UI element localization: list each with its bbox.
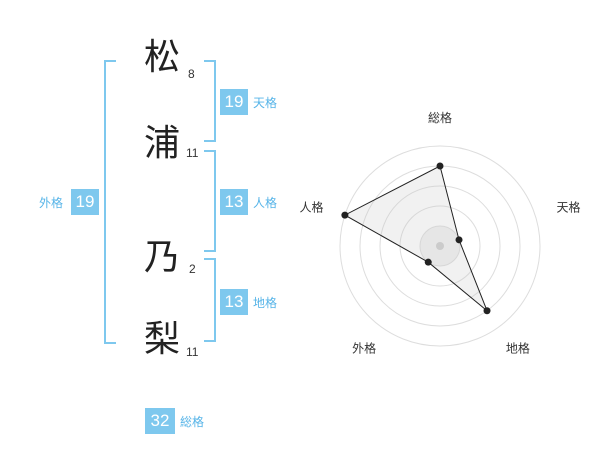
gaikaku-bracket [104,60,116,344]
tenkaku-bracket [204,60,216,142]
jinkaku-label: 人格 [253,196,278,210]
radar-ring-3 [379,185,501,307]
name-char-3: 乃 [143,237,180,278]
radar-polygon [343,165,488,312]
radar-axis-label-5: 人格 [300,199,323,214]
tenkaku-value: 19 [220,89,248,115]
radar-axis-label-2: 天格 [557,199,581,214]
chikaku-bracket [204,258,216,342]
name-char-4: 梨 [143,319,180,360]
name-char-1: 松 [143,37,180,78]
stroke-count-3: 2 [189,262,196,276]
radar-point-5 [341,211,349,219]
radar-series [341,162,491,315]
radar-point-2 [455,236,463,244]
soukaku-value: 32 [145,408,175,434]
radar-axis-label-3: 地格 [506,341,530,356]
chikaku-value: 13 [220,289,248,315]
gaikaku-label: 外格 [39,196,64,210]
jinkaku-value: 13 [220,189,248,215]
stroke-count-4: 11 [186,345,199,359]
soukaku-label: 総格 [180,415,205,429]
radar-center-dot [436,242,444,250]
tenkaku-label: 天格 [253,96,278,110]
name-char-2: 浦 [143,123,180,164]
chikaku-label: 地格 [253,296,278,310]
radar-point-4 [424,258,432,266]
radar-point-3 [483,307,491,315]
stroke-count-1: 8 [188,67,195,81]
radar-ring-5 [339,145,541,347]
stroke-count-2: 11 [186,146,199,160]
radar-point-1 [436,162,444,170]
radar-axis-label-1: 総格 [428,110,452,125]
jinkaku-bracket [204,150,216,252]
radar-axis-label-4: 外格 [352,341,376,356]
gaikaku-value: 19 [71,189,99,215]
